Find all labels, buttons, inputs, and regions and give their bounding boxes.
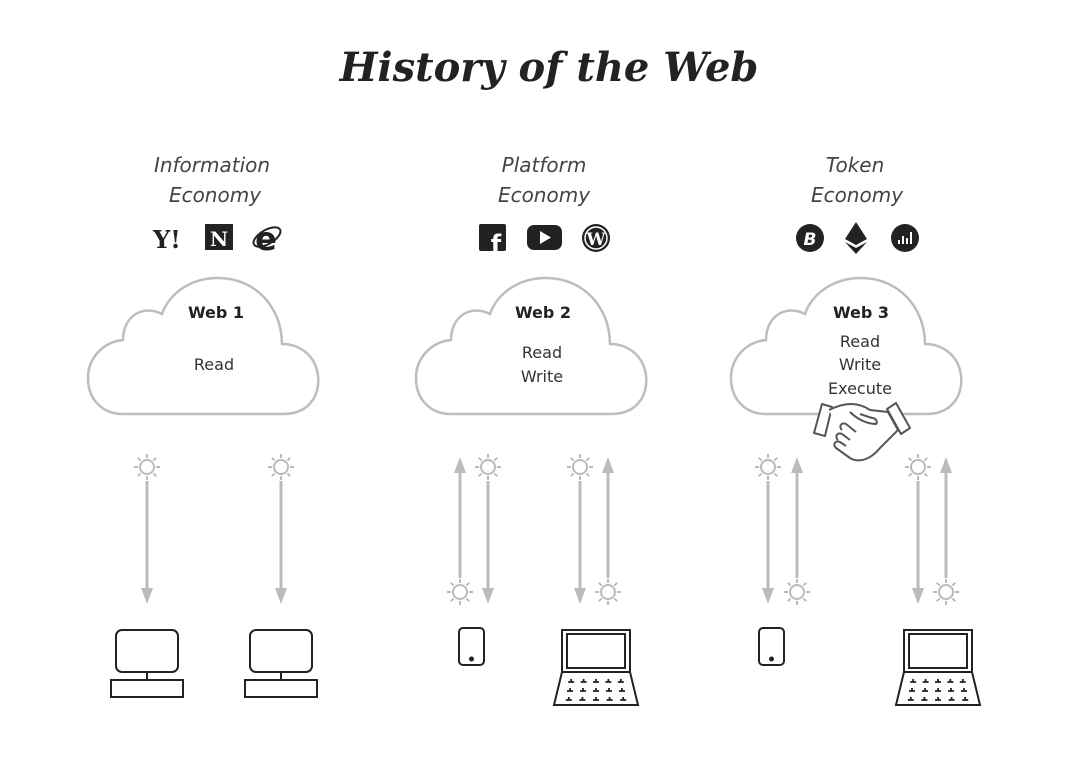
node-icon bbox=[133, 453, 161, 481]
node-icon bbox=[267, 453, 295, 481]
heading-line2: Economy bbox=[498, 183, 591, 207]
capability-write: Write bbox=[521, 367, 563, 386]
heading-line2: Economy bbox=[811, 183, 904, 207]
youtube-icon bbox=[527, 225, 562, 250]
download-arrow bbox=[267, 453, 295, 604]
cloud-web1 bbox=[86, 276, 320, 416]
node-icon bbox=[932, 578, 960, 606]
laptop bbox=[894, 629, 982, 706]
web-label: Web 2 bbox=[515, 303, 571, 322]
column-web2: Platform Economy f W Web 2 Read Write bbox=[414, 153, 648, 416]
web-label: Web 3 bbox=[833, 303, 889, 322]
capability-read: Read bbox=[522, 343, 562, 362]
upload-arrow bbox=[446, 457, 474, 606]
internet-explorer-icon: e bbox=[252, 220, 282, 258]
bitcoin-icon: B bbox=[796, 224, 824, 252]
svg-text:W: W bbox=[585, 230, 606, 250]
heading-line1: Platform bbox=[502, 153, 587, 177]
node-icon bbox=[474, 453, 502, 481]
node-icon bbox=[783, 578, 811, 606]
heading-line1: Token bbox=[826, 153, 885, 177]
upload-arrow bbox=[783, 457, 811, 606]
capability-execute: Execute bbox=[828, 379, 892, 398]
column-web3: Token Economy B Web 3 Read Write Execute bbox=[729, 153, 963, 462]
download-arrow bbox=[904, 453, 932, 604]
data-flow-arrows bbox=[133, 453, 960, 606]
upload-arrow bbox=[932, 457, 960, 606]
node-icon bbox=[904, 453, 932, 481]
download-arrow bbox=[133, 453, 161, 604]
facebook-icon: f bbox=[479, 224, 506, 258]
heading-line1: Information bbox=[154, 153, 270, 177]
node-icon bbox=[446, 578, 474, 606]
wordpress-icon: W bbox=[582, 224, 610, 252]
yahoo-icon: Y! bbox=[152, 225, 181, 254]
desktop-computer bbox=[110, 629, 184, 698]
svg-text:B: B bbox=[804, 230, 817, 250]
chart-token-icon bbox=[891, 224, 919, 252]
diagram-title: History of the Web bbox=[339, 44, 759, 91]
download-arrow bbox=[754, 453, 782, 604]
desktop-computer bbox=[244, 629, 318, 698]
netscape-icon: N bbox=[205, 224, 233, 251]
mobile-phone bbox=[458, 627, 485, 666]
handshake-icon bbox=[813, 402, 911, 462]
svg-text:N: N bbox=[210, 227, 228, 251]
laptop bbox=[552, 629, 640, 706]
node-icon bbox=[594, 578, 622, 606]
capability-read: Read bbox=[194, 355, 234, 374]
node-icon bbox=[566, 453, 594, 481]
svg-text:e: e bbox=[255, 220, 277, 258]
download-arrow bbox=[474, 453, 502, 604]
download-arrow bbox=[566, 453, 594, 604]
ethereum-icon bbox=[845, 222, 867, 254]
svg-text:f: f bbox=[491, 230, 502, 258]
web-label: Web 1 bbox=[188, 303, 244, 322]
upload-arrow bbox=[594, 457, 622, 606]
heading-line2: Economy bbox=[169, 183, 262, 207]
node-icon bbox=[754, 453, 782, 481]
mobile-phone bbox=[758, 627, 785, 666]
svg-text:Y!: Y! bbox=[152, 225, 181, 254]
capability-read: Read bbox=[840, 332, 880, 351]
column-web1: Information Economy Y! N e Web 1 Read bbox=[86, 153, 320, 416]
capability-write: Write bbox=[839, 355, 881, 374]
